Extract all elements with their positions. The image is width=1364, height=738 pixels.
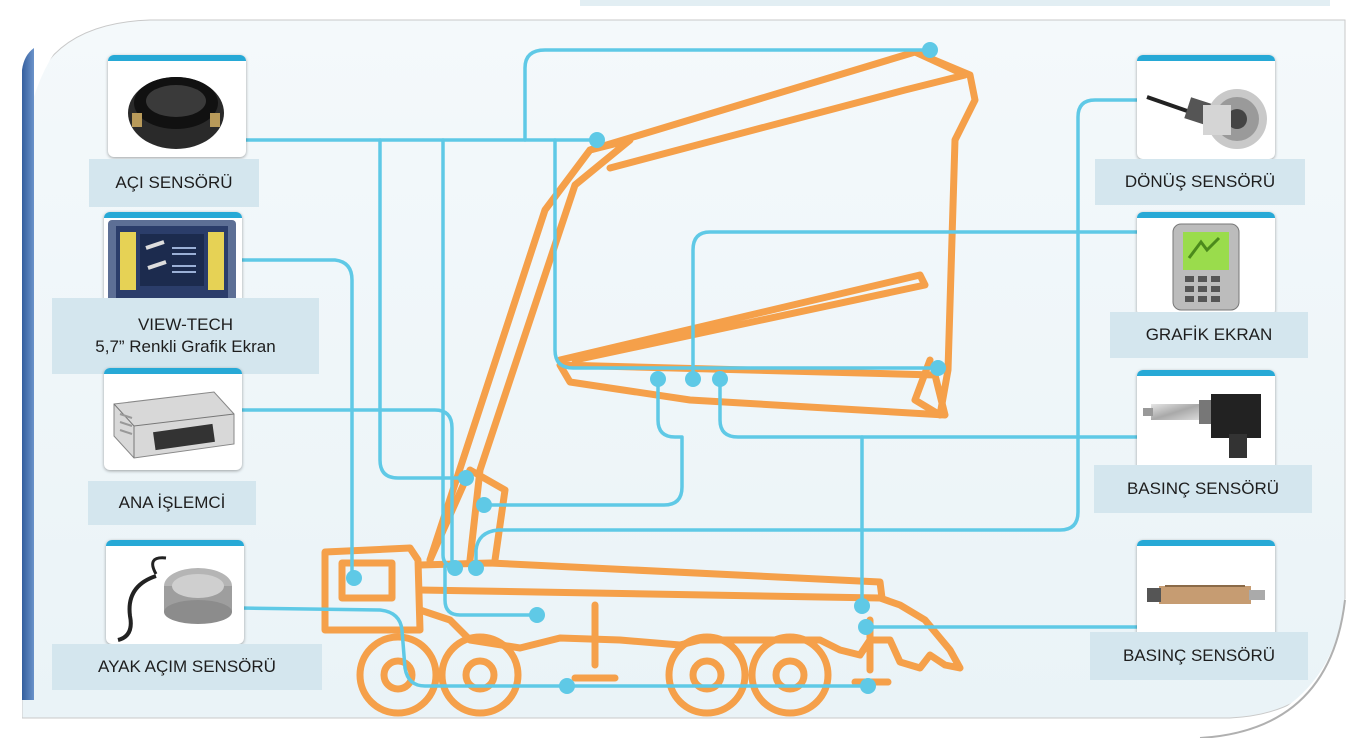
viewtech-title: VIEW-TECH	[138, 314, 233, 336]
pressure-sensor-1-label: BASINÇ SENSÖRÜ	[1094, 465, 1312, 513]
angle-sensor-text: AÇI SENSÖRÜ	[115, 172, 232, 194]
rotation-sensor-label: DÖNÜŞ SENSÖRÜ	[1095, 159, 1305, 205]
pressure-sensor-icon	[1137, 376, 1275, 472]
graphic-screen-label: GRAFİK EKRAN	[1110, 312, 1308, 358]
graphic-screen-card	[1137, 212, 1275, 316]
graphic-display-icon	[104, 218, 242, 310]
pressure-sensor-2-icon	[1137, 546, 1275, 644]
main-processor-icon	[104, 374, 242, 470]
graphic-screen-icon	[1137, 218, 1275, 316]
leg-sensor-label: AYAK AÇIM SENSÖRÜ	[52, 644, 322, 690]
pressure-sensor-2-text: BASINÇ SENSÖRÜ	[1123, 645, 1275, 667]
rotation-sensor-text: DÖNÜŞ SENSÖRÜ	[1125, 171, 1275, 193]
angle-sensor-label: AÇI SENSÖRÜ	[89, 159, 259, 207]
leg-sensor-card	[106, 540, 244, 644]
leg-sensor-text: AYAK AÇIM SENSÖRÜ	[98, 656, 276, 678]
angle-sensor-icon	[108, 61, 246, 157]
pressure-sensor-2-card	[1137, 540, 1275, 644]
pressure-sensor-1-text: BASINÇ SENSÖRÜ	[1127, 478, 1279, 500]
viewtech-label: VIEW-TECH 5,7” Renkli Grafik Ekran	[52, 298, 319, 374]
angle-sensor-card	[108, 55, 246, 157]
rotation-sensor-icon	[1137, 61, 1275, 159]
pressure-sensor-1-card	[1137, 370, 1275, 472]
main-processor-text: ANA İŞLEMCİ	[119, 492, 226, 514]
rotation-sensor-card	[1137, 55, 1275, 159]
viewtech-subtitle: 5,7” Renkli Grafik Ekran	[95, 336, 275, 358]
main-processor-card	[104, 368, 242, 470]
viewtech-card	[104, 212, 242, 310]
graphic-screen-text: GRAFİK EKRAN	[1146, 324, 1273, 346]
main-processor-label: ANA İŞLEMCİ	[88, 481, 256, 525]
leg-opening-sensor-icon	[106, 546, 244, 644]
pressure-sensor-2-label: BASINÇ SENSÖRÜ	[1090, 632, 1308, 680]
